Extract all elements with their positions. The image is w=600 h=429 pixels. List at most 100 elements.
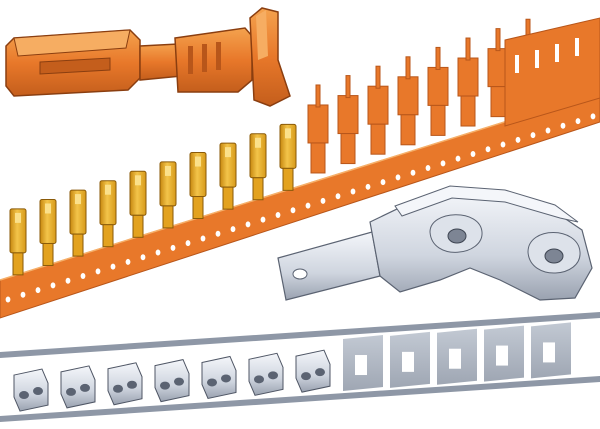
- steel-bracket-tab: [277, 231, 381, 301]
- terminal-blank-tab: [405, 56, 411, 80]
- steel-station: [60, 365, 96, 409]
- terminal-crimp-formed: [222, 186, 234, 210]
- terminal-blank-neck: [460, 95, 476, 127]
- steel-part-hole: [268, 371, 278, 380]
- terminal-blank: [397, 76, 419, 116]
- steel-bracket-tab-hole: [292, 268, 308, 280]
- copper-strip-pilot-holes: [5, 113, 596, 303]
- strip-terminal: [367, 65, 389, 155]
- strip-terminal: [129, 170, 147, 238]
- pilot-hole: [140, 254, 146, 261]
- steel-station: [531, 322, 571, 379]
- pilot-hole: [50, 282, 56, 289]
- steel-station: [295, 349, 331, 393]
- strip-terminal: [9, 208, 27, 276]
- copper-strip: [0, 17, 600, 319]
- strip-terminal: [487, 28, 509, 118]
- terminal-blank-neck: [430, 104, 446, 136]
- pilot-hole: [290, 207, 296, 214]
- pilot-hole: [545, 127, 551, 134]
- steel-part-hole: [301, 372, 311, 381]
- terminal-blank-neck: [370, 123, 386, 155]
- strip-terminal: [427, 46, 449, 136]
- terminal-closeup: [5, 7, 291, 107]
- pilot-hole: [530, 132, 536, 139]
- pilot-hole: [560, 122, 566, 129]
- pilot-hole: [455, 155, 461, 162]
- terminal-crimp-formed: [132, 214, 144, 238]
- pilot-hole: [395, 174, 401, 181]
- pilot-hole: [350, 188, 356, 195]
- pilot-hole: [80, 273, 86, 280]
- strip-terminal: [337, 75, 359, 165]
- strip-terminal: [307, 84, 329, 174]
- steel-formed-part: [248, 352, 284, 396]
- pilot-hole: [20, 291, 26, 298]
- pilot-hole: [470, 150, 476, 157]
- pilot-hole: [95, 268, 101, 275]
- terminal-highlight: [255, 137, 261, 148]
- pilot-hole: [155, 249, 161, 256]
- pilot-hole: [515, 136, 521, 143]
- steel-station: [13, 368, 49, 412]
- terminal-blank-tab: [315, 84, 321, 108]
- terminal-blank: [427, 66, 449, 106]
- terminal-receptacle-slot: [39, 57, 111, 75]
- steel-bracket-top-flange: [394, 185, 579, 223]
- steel-part-hole: [174, 377, 184, 386]
- copper-strip-edge-highlight: [0, 91, 600, 281]
- terminal-crimp-formed: [72, 233, 84, 257]
- pilot-hole: [575, 118, 581, 125]
- pilot-hole: [260, 216, 266, 223]
- terminal-highlight: [45, 203, 51, 214]
- pilot-hole: [5, 296, 11, 303]
- steel-blank-cutout: [496, 345, 508, 366]
- terminal-crimp-formed: [282, 167, 294, 191]
- strip-terminal: [39, 198, 57, 266]
- steel-station: [390, 331, 430, 388]
- terminal-crimp-formed: [102, 224, 114, 248]
- steel-part-hole: [19, 391, 29, 400]
- strip-terminal: [249, 133, 267, 201]
- terminal-blank-tab: [465, 37, 471, 61]
- pilot-hole: [230, 226, 236, 233]
- terminal-blank-neck: [490, 86, 506, 118]
- pilot-hole: [320, 197, 326, 204]
- terminal-blank: [337, 95, 359, 135]
- steel-station: [484, 325, 524, 382]
- pilot-hole: [245, 221, 251, 228]
- terminal-blank: [367, 85, 389, 125]
- terminal-blank-neck: [310, 142, 326, 174]
- pilot-hole: [170, 244, 176, 251]
- steel-part-hole: [221, 374, 231, 383]
- terminal-highlight: [105, 184, 111, 195]
- terminal-highlight: [285, 128, 291, 139]
- pilot-hole: [440, 160, 446, 167]
- steel-formed-part: [107, 362, 143, 406]
- terminal-receptacle-fold: [13, 29, 131, 57]
- steel-strip: [0, 312, 600, 422]
- steel-part-hole: [254, 375, 264, 384]
- terminal-crimp-serrations: [188, 42, 221, 74]
- steel-formed-part: [201, 355, 237, 400]
- terminal-blank-tab: [375, 65, 381, 89]
- terminal-crimp-formed: [42, 242, 54, 266]
- terminal-crimp-formed: [162, 205, 174, 229]
- pilot-hole: [380, 179, 386, 186]
- steel-part-hole: [113, 384, 123, 393]
- steel-station: [248, 352, 284, 396]
- strip-terminal: [279, 123, 297, 191]
- pilot-hole: [485, 146, 491, 153]
- terminal-blank-tab: [495, 28, 501, 52]
- pilot-hole: [590, 113, 596, 120]
- terminal-crimp-barrel: [174, 27, 253, 93]
- pilot-hole: [65, 277, 71, 284]
- strip-terminal: [99, 180, 117, 248]
- pilot-hole: [110, 263, 116, 270]
- terminal-crimp-formed: [12, 252, 24, 276]
- steel-formed-part: [60, 365, 96, 409]
- strip-terminal: [397, 56, 419, 146]
- steel-strip-stations: [13, 322, 571, 412]
